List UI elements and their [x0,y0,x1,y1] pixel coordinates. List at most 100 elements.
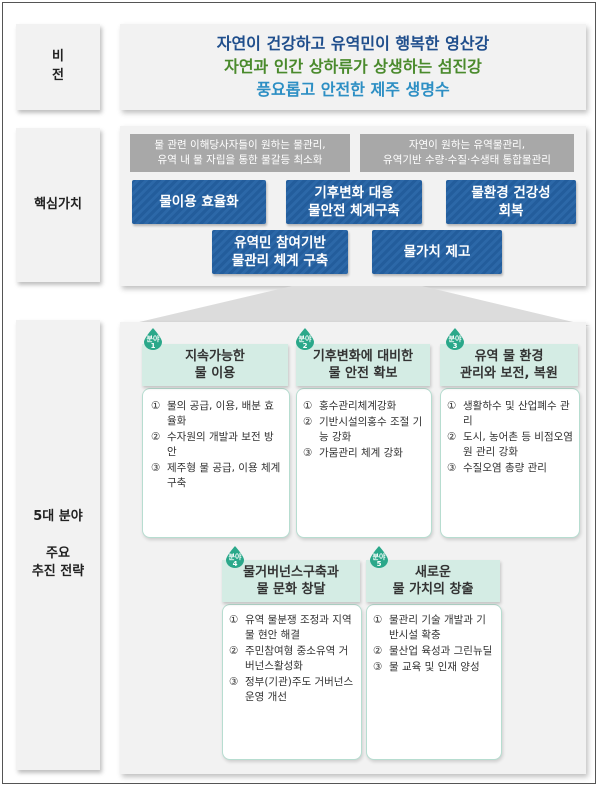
item-text: 제주형 물 공급, 이용 체계 구축 [167,462,281,489]
value-box-3-label1: 물환경 건강성 [471,185,551,201]
connector-shape [122,286,590,326]
drop-badge-number: 2 [302,342,308,350]
strategy-4-item-2: ② 주민참여형 중소유역 거버넌스활성화 [229,644,355,674]
item-text: 가뭄관리 체계 강화 [319,447,403,459]
strategy-5-item-1: ① 물관리 기술 개발과 기반시설 확충 [373,613,495,643]
item-number: ② [447,431,457,443]
item-number: ② [373,645,383,657]
core-values-note-right-line2: 유역기반 수량·수질·수생태 통합물관리 [383,154,551,166]
item-text: 유역 물분쟁 조정과 지역 물 현안 해결 [245,614,352,641]
item-number: ① [373,614,383,626]
vision-line-2: 자연과 인간 상하류가 상생하는 섬진강 [224,57,482,76]
vision-line-1: 자연이 건강하고 유역민이 행복한 영산강 [216,34,490,53]
item-number: ① [151,400,161,412]
item-number: ① [447,400,457,412]
item-text: 기반시설의홍수 조절 기능 강화 [319,416,423,443]
strategy-card-1-title: 지속가능한 물 이용 [142,344,288,386]
drop-badge-number: 3 [452,342,458,350]
item-text: 주민참여형 중소유역 거버넌스활성화 [245,645,349,672]
item-text: 물관리 기술 개발과 기반시설 확충 [389,614,486,641]
item-number: ② [229,645,239,657]
strategy-3-item-3: ③ 수질오염 총량 관리 [447,461,573,476]
item-text: 도시, 농어촌 등 비점오염원 관리 강화 [463,431,573,458]
core-values-note-right-line1: 자연이 원하는 유역물관리, [408,139,526,151]
label-core-values: 핵심가치 [16,128,100,282]
core-values-note-left: 물 관련 이해당사자들이 원하는 물관리, 유역 내 물 자립을 통한 물갈등 … [130,134,350,172]
item-number: ③ [151,462,161,474]
item-text: 정부(기관)주도 거버넌스운영 개선 [245,676,354,703]
value-box-3: 물환경 건강성 회복 [446,180,576,224]
drop-badge-label: 분야 [146,335,160,343]
strategy-1-title-line2: 물 이용 [194,366,236,381]
drop-badge-label: 분야 [228,553,242,561]
item-number: ② [303,416,313,428]
item-number: ② [151,431,161,443]
strategy-2-item-3: ③ 가뭄관리 체계 강화 [303,446,425,461]
value-box-2-label2: 물안전 체계구축 [308,203,400,219]
label-strategies: 5대 분야 주요 추진 전략 [16,320,100,770]
value-box-5: 물가치 제고 [372,230,502,274]
strategy-card-4-title: 물거버넌스구축과 물 문화 창달 [222,560,360,602]
strategy-1-item-3: ③ 제주형 물 공급, 이용 체계 구축 [151,461,281,491]
strategy-3-item-2: ② 도시, 농어촌 등 비점오염원 관리 강화 [447,430,573,460]
core-values-panel: 물 관련 이해당사자들이 원하는 물관리, 유역 내 물 자립을 통한 물갈등 … [120,126,586,286]
value-box-4-label2: 물관리 체계 구축 [231,253,329,269]
drop-badge-number: 5 [376,560,382,568]
item-text: 물 교육 및 인재 양성 [389,661,480,673]
drop-badge-label: 분야 [298,335,312,343]
strategy-3-title-line2: 관리와 보전, 복원 [460,366,558,381]
strategy-3-item-1: ① 생활하수 및 산업폐수 관리 [447,399,573,429]
label-vision: 비 전 [16,24,100,110]
strategy-card-3-title: 유역 물 환경 관리와 보전, 복원 [440,344,578,386]
vision-panel: 자연이 건강하고 유역민이 행복한 영산강 자연과 인간 상하류가 상생하는 섬… [120,24,586,110]
item-text: 물의 공급, 이용, 배분 효율화 [167,400,274,427]
strategy-card-1-body: ① 물의 공급, 이용, 배분 효율화 ② 수자원의 개발과 보전 방안 ③ 제주형 … [142,388,290,538]
strategy-card-5-title: 새로운 물 가치의 창출 [366,560,500,602]
drop-badge-number: 1 [150,342,156,350]
label-strategies-line3: 추진 전략 [31,564,85,580]
item-number: ③ [373,661,383,673]
label-strategies-line2: 주요 [46,545,70,561]
item-text: 수질오염 총량 관리 [463,462,547,474]
value-box-3-label2: 회복 [498,203,524,219]
item-text: 수자원의 개발과 보전 방안 [167,431,274,458]
value-box-2-label1: 기후변화 대응 [314,185,394,201]
strategy-2-item-2: ② 기반시설의홍수 조절 기능 강화 [303,415,425,445]
item-number: ③ [303,447,313,459]
label-vision-text: 비 전 [52,49,84,83]
item-number: ③ [447,462,457,474]
item-number: ③ [229,676,239,688]
strategy-3-title-line1: 유역 물 환경 [474,349,544,364]
value-box-4-label1: 유역민 참여기반 [234,235,326,251]
label-strategies-line1: 5대 분야 [33,508,83,524]
value-box-5-label: 물가치 제고 [403,244,471,260]
strategy-card-5-body: ① 물관리 기술 개발과 기반시설 확충 ② 물산업 육성과 그린뉴딜 ③ 물 교육 … [366,604,502,760]
strategy-4-title-line1: 물거버넌스구축과 [243,565,339,580]
strategy-2-title-line1: 기후변화에 대비한 [312,349,414,364]
value-box-4: 유역민 참여기반 물관리 체계 구축 [212,230,348,274]
strategy-4-title-line2: 물 문화 창달 [256,582,326,597]
strategy-5-item-3: ③ 물 교육 및 인재 양성 [373,660,495,675]
item-text: 물산업 육성과 그린뉴딜 [389,645,493,657]
label-core-values-text: 핵심가치 [34,196,82,212]
strategy-5-item-2: ② 물산업 육성과 그린뉴딜 [373,644,495,659]
core-values-note-left-line1: 물 관련 이해당사자들이 원하는 물관리, [154,139,326,151]
value-box-1: 물이용 효율화 [132,180,266,224]
item-number: ① [303,400,313,412]
drop-badge-label: 분야 [448,335,462,343]
strategy-card-3-body: ① 생활하수 및 산업폐수 관리 ② 도시, 농어촌 등 비점오염원 관리 강화 ③… [440,388,580,538]
core-values-note-left-line2: 유역 내 물 자립을 통한 물갈등 최소화 [157,154,323,166]
value-box-1-label: 물이용 효율화 [159,194,239,210]
strategy-2-title-line2: 물 안전 확보 [328,366,398,381]
strategy-1-item-2: ② 수자원의 개발과 보전 방안 [151,430,281,460]
core-values-note-right: 자연이 원하는 유역물관리, 유역기반 수량·수질·수생태 통합물관리 [360,134,574,172]
item-text: 생활하수 및 산업폐수 관리 [463,400,570,427]
